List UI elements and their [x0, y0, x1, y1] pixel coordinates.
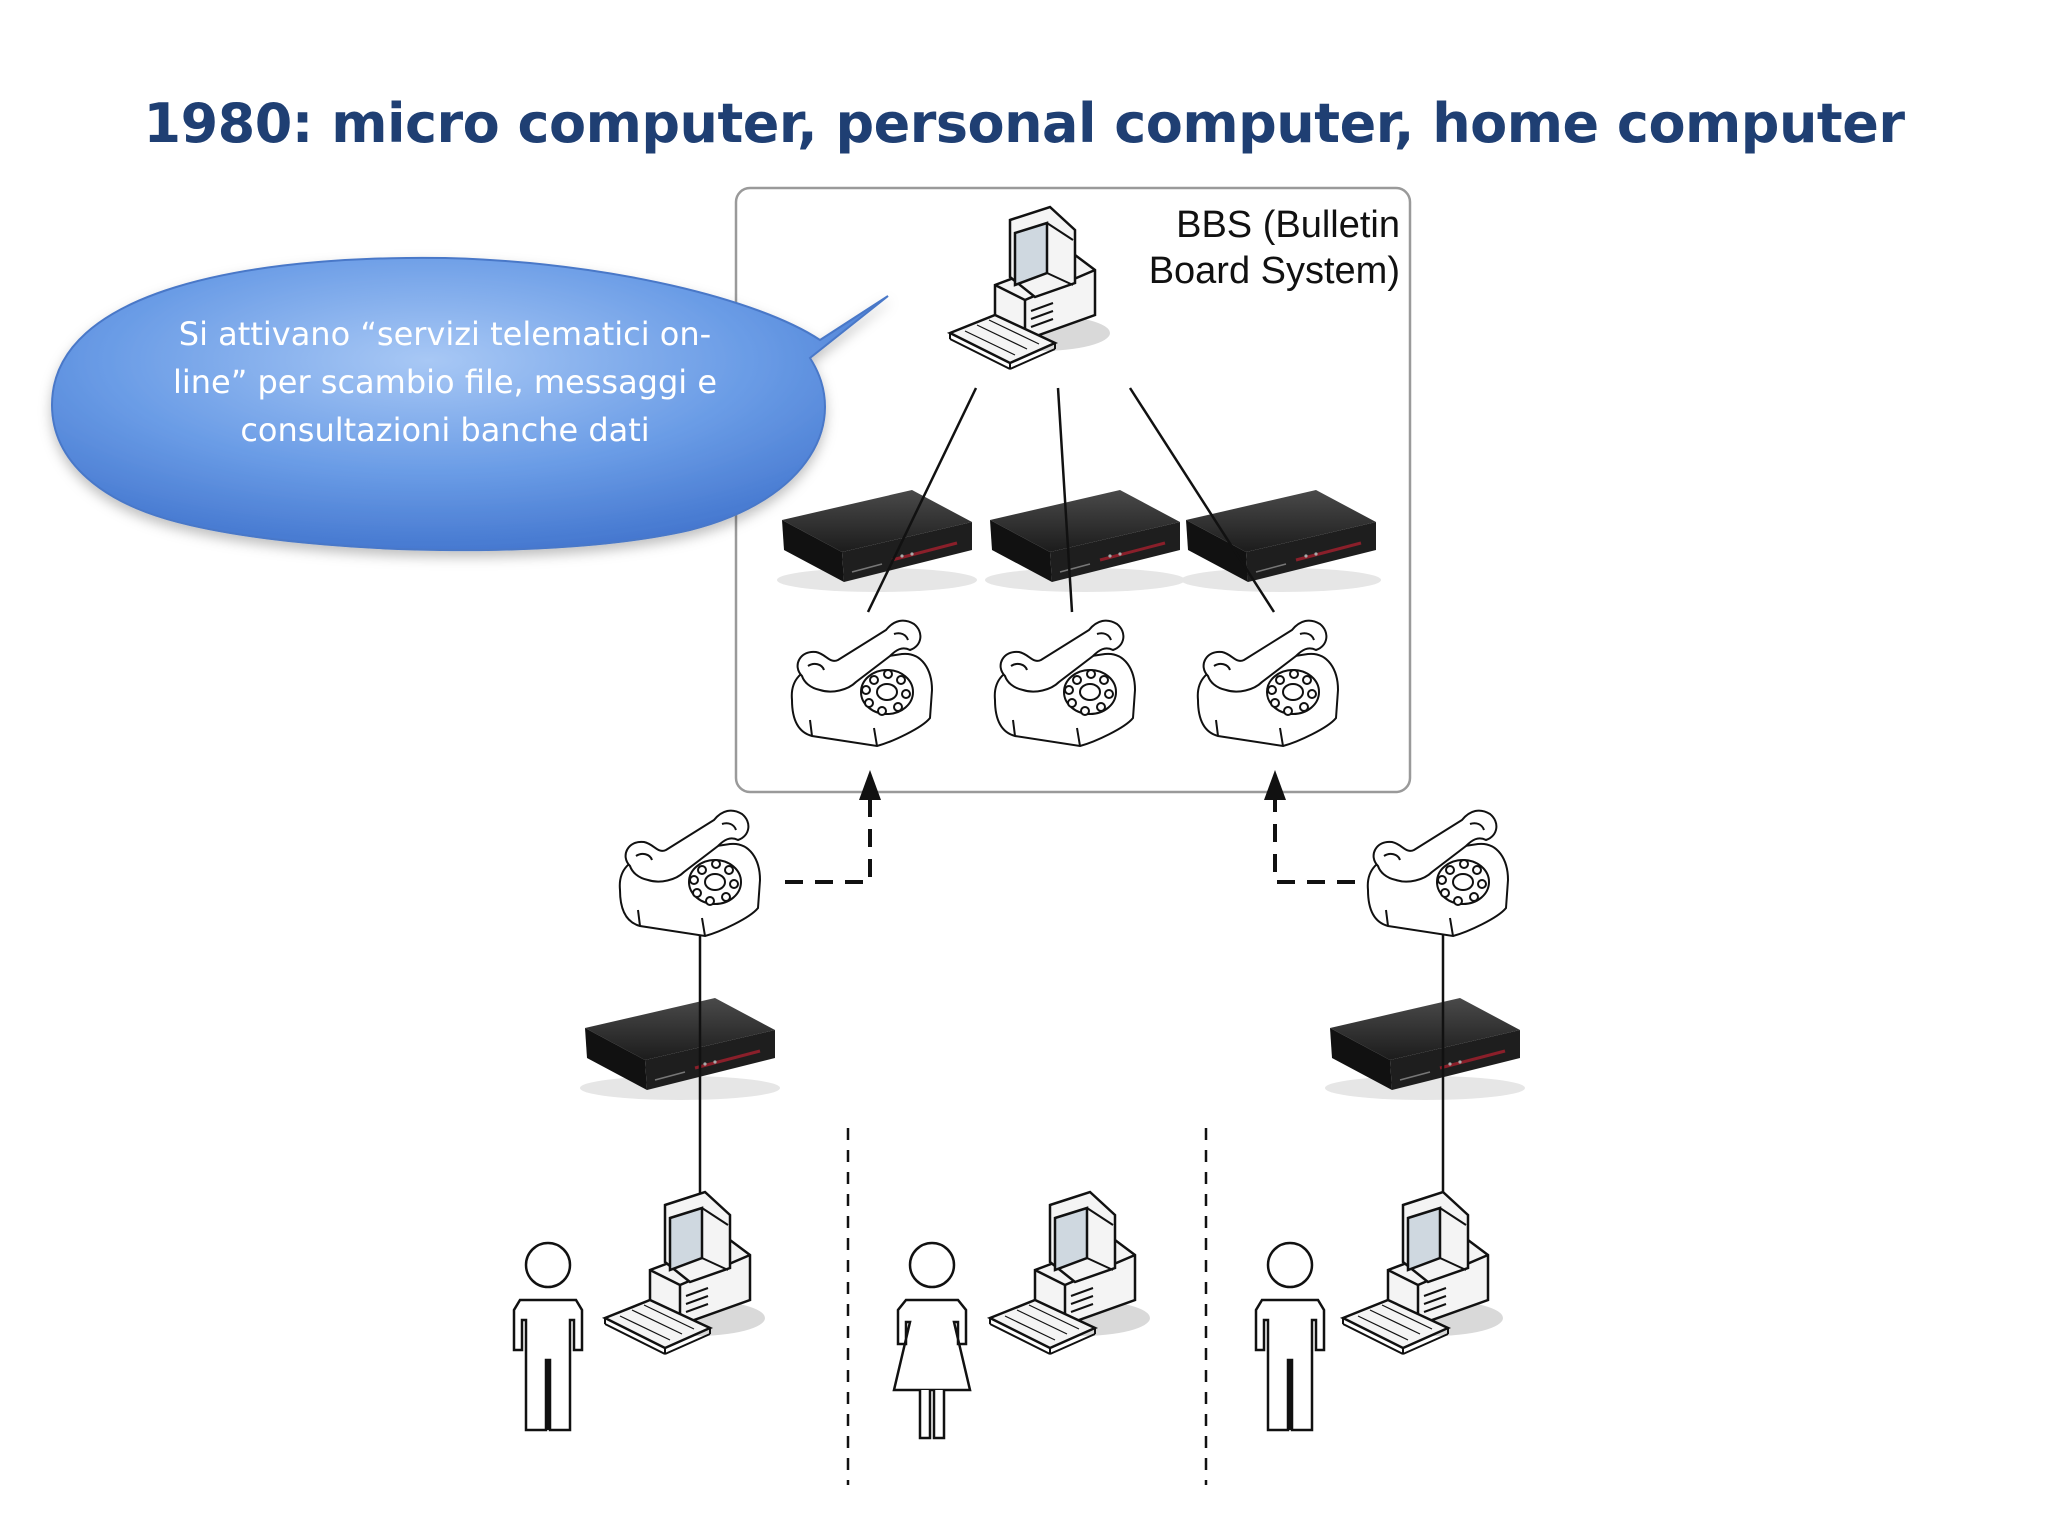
bbs-telephone-icon	[1196, 619, 1339, 747]
callout-bubble	[50, 256, 889, 552]
bbs-connection-lines	[866, 387, 1276, 613]
left-user-telephone-icon	[618, 809, 761, 937]
arrow-head-icon	[1264, 770, 1286, 800]
bbs-modem-icon	[775, 488, 979, 594]
slide-title: 1980: micro computer, personal computer,…	[143, 92, 1905, 155]
bbs-telephone-icon	[790, 619, 933, 747]
man-user-icon	[1254, 1241, 1326, 1432]
dial-up-arrows	[785, 795, 1355, 884]
woman-user-icon	[892, 1241, 972, 1440]
left-user-modem-icon	[578, 996, 782, 1102]
man-user-icon	[512, 1241, 584, 1432]
right-user-computer-icon	[1341, 1190, 1505, 1356]
bbs-modem-icon	[1179, 488, 1383, 594]
left-user-computer-icon	[603, 1190, 767, 1356]
bbs-server-computer-icon	[948, 205, 1112, 371]
bbs-telephone-icon	[993, 619, 1136, 747]
arrow-head-icon	[859, 770, 881, 800]
user-connection-lines	[698, 935, 1445, 1198]
user-separators	[846, 1128, 1208, 1485]
bbs-label: BBS (Bulletin Board System)	[1148, 204, 1400, 292]
right-user-telephone-icon	[1366, 809, 1509, 937]
bbs-modem-icon	[983, 488, 1187, 594]
center-user-computer-icon	[988, 1190, 1152, 1356]
right-user-modem-icon	[1323, 996, 1527, 1102]
callout-text: Si attivano “servizi telematici on-line”…	[172, 315, 718, 449]
